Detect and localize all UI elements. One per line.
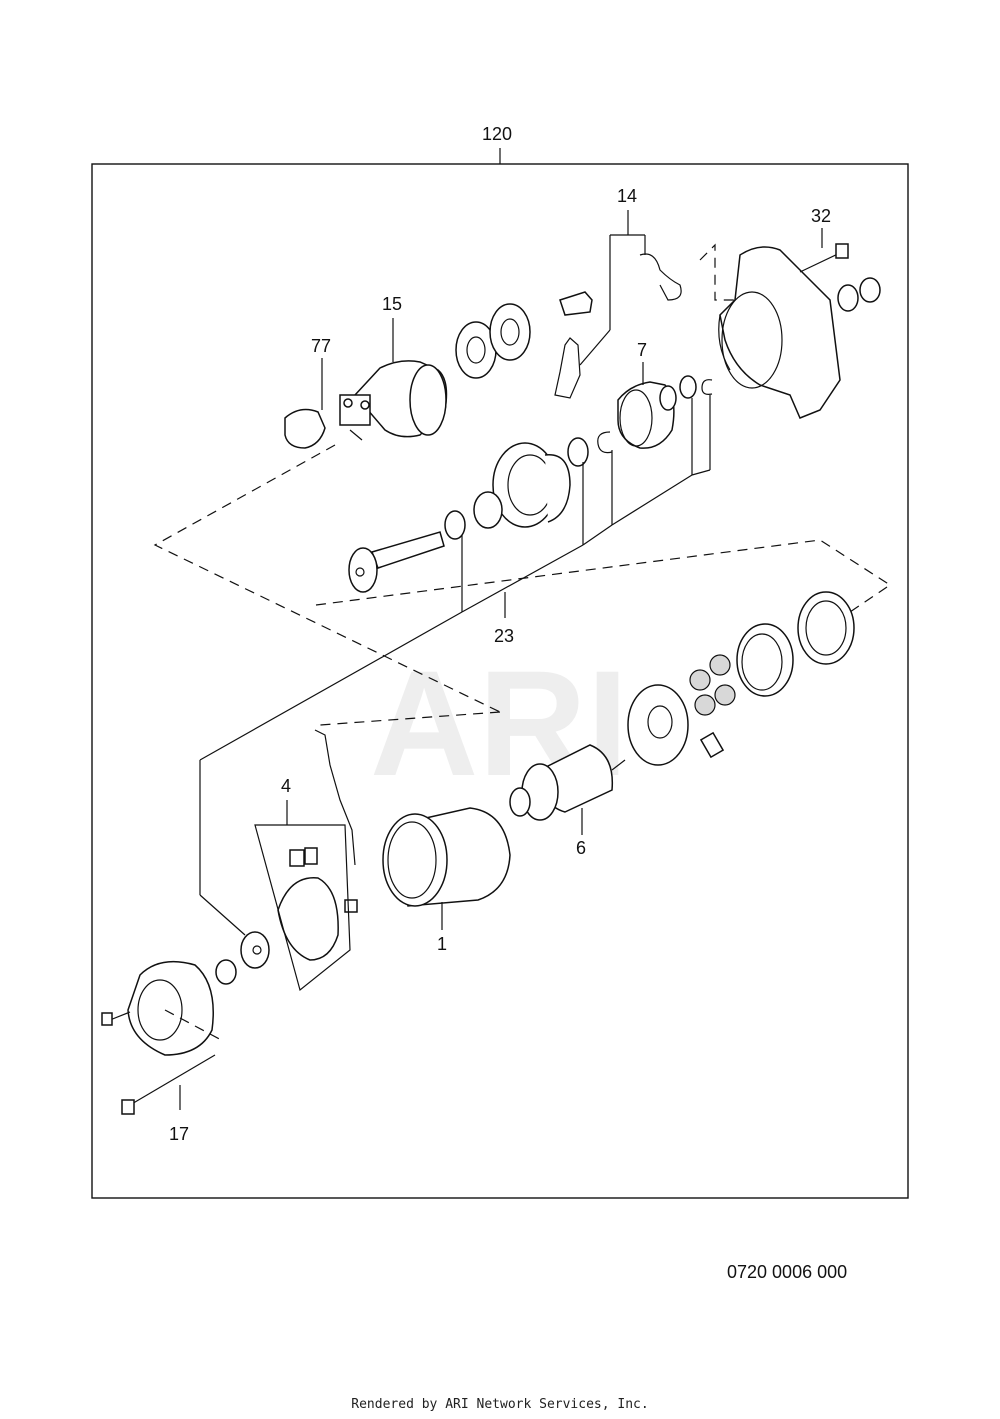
snap-rings	[567, 375, 713, 467]
brush-holder-part-4	[277, 729, 358, 961]
planet-gears	[689, 654, 736, 759]
yoke-part-1	[382, 807, 511, 907]
shaft-washers	[444, 491, 503, 540]
solenoid-part-15	[339, 360, 448, 441]
gasket-plates	[455, 303, 531, 379]
callout-7: 7	[637, 340, 647, 360]
clutch-part-7	[617, 381, 677, 449]
armature-part-6	[509, 744, 626, 821]
callout-14: 14	[617, 186, 637, 206]
front-cover	[492, 442, 571, 528]
ring-gear	[736, 591, 855, 697]
assembly-label-120: 120	[482, 124, 512, 144]
callout-4: 4	[281, 776, 291, 796]
output-shaft	[348, 531, 445, 593]
footer-credit: Rendered by ARI Network Services, Inc.	[351, 1397, 649, 1412]
callout-23: 23	[494, 626, 514, 646]
through-bolt-part-17	[121, 1054, 216, 1115]
bushing-rings	[837, 277, 881, 312]
callout-77: 77	[311, 336, 331, 356]
reference-number: 0720 0006 000	[727, 1262, 848, 1282]
rear-washer	[215, 931, 270, 985]
lever-part-14	[554, 210, 682, 399]
boot-part-77	[284, 408, 326, 449]
bolt-part-32	[799, 243, 849, 273]
screw-part	[101, 1011, 131, 1026]
callout-17: 17	[169, 1124, 189, 1144]
rear-cover	[127, 960, 214, 1056]
callout-32: 32	[811, 206, 831, 226]
callout-15: 15	[382, 294, 402, 314]
callout-1: 1	[437, 934, 447, 954]
callout-6: 6	[576, 838, 586, 858]
center-plate	[627, 684, 689, 766]
drive-housing	[718, 246, 841, 419]
